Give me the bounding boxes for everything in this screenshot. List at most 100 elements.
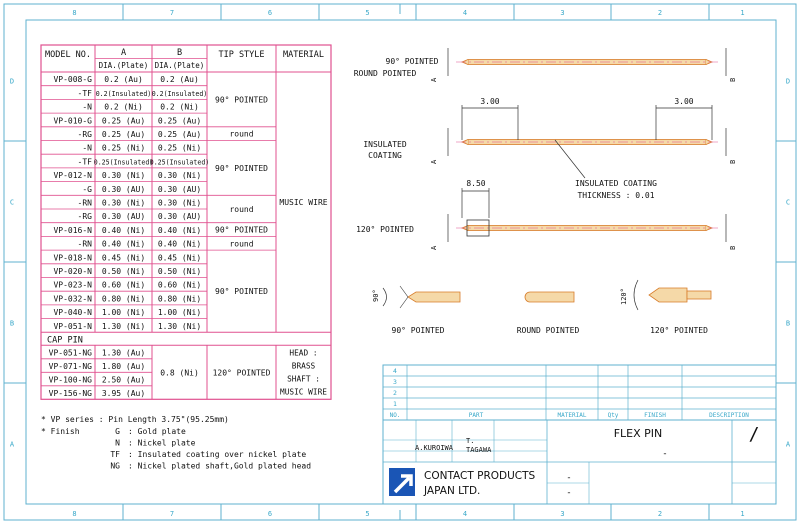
dash-2: - bbox=[566, 488, 571, 498]
detail-pin-body bbox=[648, 287, 688, 303]
row-model: VP-010-G bbox=[53, 116, 92, 125]
frame-col-number-bottom: 3 bbox=[560, 510, 564, 518]
cap-dia-a: 3.95 (Au) bbox=[102, 389, 145, 398]
cap-model: VP-100-NG bbox=[49, 375, 93, 384]
material-value: MUSIC WIRE bbox=[279, 198, 327, 207]
tip-style: 90° POINTED bbox=[215, 95, 268, 104]
frame-col-number-bottom: 1 bbox=[740, 510, 744, 518]
row-dia-b: 0.40 (Ni) bbox=[158, 240, 201, 249]
angle-90-label: 90° bbox=[372, 289, 380, 302]
row-dia-a: 0.25(Insulated) bbox=[94, 158, 154, 166]
cap-title: CAP PIN bbox=[47, 335, 83, 345]
frame-row-letter-left: A bbox=[10, 441, 15, 449]
cap-material: HEAD : bbox=[289, 348, 317, 357]
row-dia-a: 0.30 (AU) bbox=[102, 212, 145, 221]
cap-material: MUSIC WIRE bbox=[280, 387, 327, 396]
dim-3-left: 3.00 bbox=[480, 97, 499, 106]
finish-code: TF bbox=[110, 450, 120, 459]
checked-by-2: TAGAWA bbox=[466, 446, 492, 454]
row-dia-b: 1.30 (Ni) bbox=[158, 322, 201, 331]
finish-code: NG bbox=[110, 462, 120, 471]
row-dia-a: 1.30 (Ni) bbox=[102, 322, 145, 331]
rev-row-number: 1 bbox=[393, 400, 397, 408]
row-dia-b: 0.45 (Ni) bbox=[158, 253, 201, 262]
detail-pin-body bbox=[407, 291, 461, 303]
tip-style: round bbox=[229, 239, 253, 248]
title-block-border bbox=[382, 364, 777, 505]
row-dia-a: 0.50 (Ni) bbox=[102, 267, 145, 276]
frame-col-number-bottom: 4 bbox=[463, 510, 467, 518]
row-dia-a: 0.25 (Au) bbox=[102, 130, 145, 139]
frame-col-number-bottom: 8 bbox=[72, 510, 76, 518]
row-dia-b: 0.30 (AU) bbox=[158, 212, 201, 221]
detail-label-120: 120° POINTED bbox=[650, 326, 708, 335]
dim-8-50: 8.50 bbox=[466, 179, 485, 188]
frame-row-letter-right: B bbox=[786, 320, 790, 328]
pin-120 bbox=[456, 225, 718, 231]
angle-120-label: 120° bbox=[620, 288, 628, 305]
frame-col-number-top: 2 bbox=[658, 9, 662, 17]
note-finish-label: * Finish bbox=[41, 427, 80, 436]
frame-row-letter-right: A bbox=[786, 441, 791, 449]
row-dia-b: 0.2 (Au) bbox=[160, 75, 199, 84]
row-dia-a: 0.40 (Ni) bbox=[102, 240, 145, 249]
coating-leader bbox=[554, 139, 586, 179]
finish-desc: : Gold plate bbox=[128, 427, 186, 436]
frame-col-number-top: 4 bbox=[463, 9, 467, 17]
row-dia-a: 0.2(Insulated) bbox=[96, 90, 152, 98]
col-no: NO. bbox=[390, 412, 401, 419]
end-b-label: B bbox=[729, 78, 737, 82]
cap-dia-a: 1.80 (Au) bbox=[102, 362, 145, 371]
row-dia-a: 0.2 (Au) bbox=[104, 75, 143, 84]
pin-insulated bbox=[456, 139, 718, 145]
finish-code: G bbox=[115, 427, 120, 436]
row-model: -TF bbox=[78, 157, 93, 166]
rev-row-number: 4 bbox=[393, 367, 397, 375]
finish-desc: : Insulated coating over nickel plate bbox=[128, 450, 306, 459]
col-description: DESCRIPTION bbox=[709, 412, 749, 419]
cap-head-outline bbox=[466, 219, 490, 237]
row-model: VP-023-N bbox=[53, 281, 92, 290]
row-dia-b: 0.25 (Ni) bbox=[158, 144, 201, 153]
row-dia-a: 0.80 (Ni) bbox=[102, 294, 145, 303]
row-model: VP-020-N bbox=[53, 267, 92, 276]
row-dia-a: 0.30 (Ni) bbox=[102, 199, 145, 208]
cap-dia-a: 2.50 (Au) bbox=[102, 375, 145, 384]
row-model: VP-008-G bbox=[53, 75, 92, 84]
frame-row-letter-right: C bbox=[786, 199, 790, 207]
row-dia-b: 1.00 (Ni) bbox=[158, 308, 201, 317]
company-logo bbox=[389, 468, 415, 496]
tip-style: round bbox=[229, 130, 253, 139]
coating-note-2: THICKNESS : 0.01 bbox=[577, 191, 654, 200]
pin2-label-1: INSULATED bbox=[363, 140, 407, 149]
pin1-label-1: 90° POINTED bbox=[386, 57, 439, 66]
row-dia-a: 0.25 (Ni) bbox=[102, 144, 145, 153]
row-model: -RG bbox=[78, 130, 93, 139]
row-model: VP-012-N bbox=[53, 171, 92, 180]
end-b-label: B bbox=[729, 160, 737, 164]
row-dia-a: 0.2 (Ni) bbox=[104, 103, 143, 112]
row-model: VP-018-N bbox=[53, 253, 92, 262]
header-a: A bbox=[121, 48, 126, 58]
end-a-label: A bbox=[430, 245, 438, 250]
cap-model: VP-051-NG bbox=[49, 348, 93, 357]
tip-style: 90° POINTED bbox=[215, 164, 268, 173]
note-pin-length: * VP series : Pin Length 3.75"(95.25mm) bbox=[41, 415, 229, 424]
frame-col-number-top: 7 bbox=[170, 9, 174, 17]
row-dia-b: 0.30 (Ni) bbox=[158, 199, 201, 208]
row-dia-a: 0.40 (Ni) bbox=[102, 226, 145, 235]
finish-desc: : Nickel plated shaft,Gold plated head bbox=[128, 462, 311, 471]
pin3-label: 120° POINTED bbox=[356, 225, 414, 234]
row-dia-a: 0.30 (Ni) bbox=[102, 171, 145, 180]
tip-style: 90° POINTED bbox=[215, 226, 268, 235]
logo-arrow-icon bbox=[393, 474, 413, 494]
angle-line bbox=[399, 285, 409, 298]
company-name-1: CONTACT PRODUCTS bbox=[424, 470, 536, 482]
row-dia-b: 0.25(Insulated) bbox=[150, 158, 210, 166]
col-qty: Qty bbox=[608, 412, 619, 419]
pin-90-round bbox=[456, 59, 718, 65]
angle-line bbox=[399, 296, 409, 309]
row-model: -RN bbox=[78, 240, 93, 249]
frame-row-letter-right: D bbox=[786, 78, 790, 86]
